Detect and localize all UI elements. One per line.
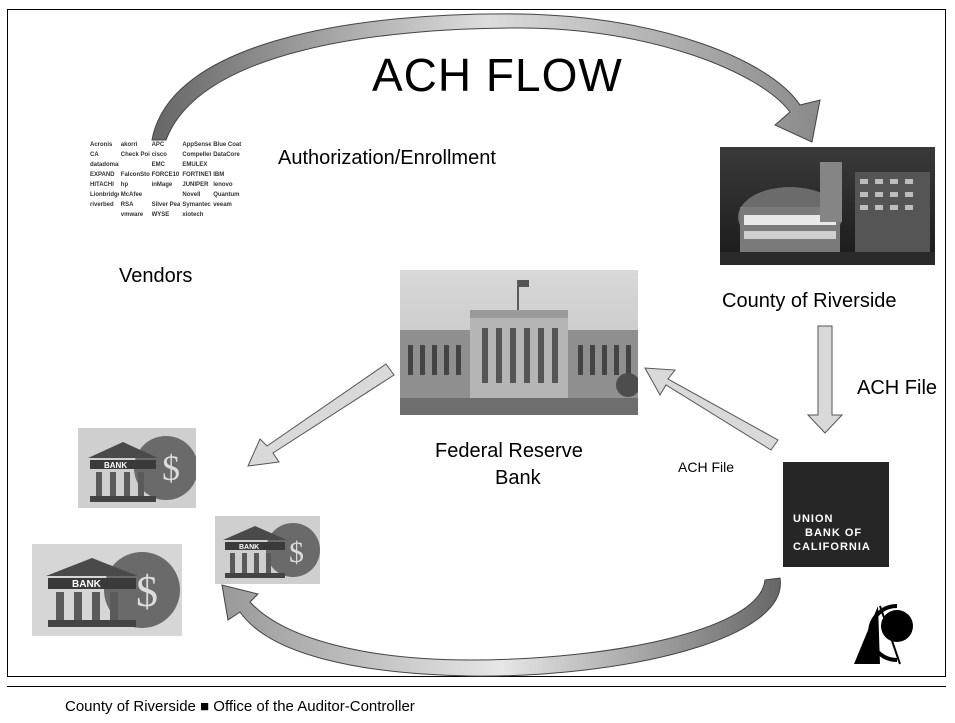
ach-file-mid-label: ACH File [678, 459, 735, 475]
vendor-logo: RSA [120, 202, 134, 208]
vendor-logo: APC [151, 142, 165, 148]
top-arc-arrow [151, 13, 821, 143]
down-arrow [806, 325, 844, 434]
vendor-logo: Blue Coat [213, 142, 242, 148]
vendor-logo: FORCE10 [151, 172, 180, 178]
vendor-logo: Check Point [120, 152, 150, 158]
vendor-logo: Acronis [90, 142, 113, 148]
svg-text:$: $ [162, 448, 180, 488]
ach-file-right-label: ACH File [857, 377, 938, 399]
vendor-logo [213, 160, 242, 170]
vendor-logo: cisco [151, 152, 167, 158]
vendor-logo: Silver Peak [151, 202, 181, 208]
county-label: County of Riverside [722, 290, 897, 312]
vendor-logo [90, 210, 119, 220]
vendor-logo [121, 160, 150, 170]
vendor-logo: akorri [120, 142, 138, 148]
vendor-logo: CA [90, 152, 99, 158]
county-building-photo [720, 147, 935, 265]
auditor-controller-logo [854, 604, 913, 665]
bank-icon-2: $ BANK [32, 544, 182, 641]
svg-text:$: $ [289, 536, 304, 569]
bank-icon-3: $ BANK [215, 516, 320, 589]
bottom-arc-arrow [221, 577, 781, 677]
vendor-logo: Novell [182, 192, 201, 198]
vendor-logo: Lionbridge [90, 192, 119, 198]
diag-arrow-to-fed [644, 367, 779, 451]
vendor-logo: Compellent [182, 152, 211, 158]
union-line3: CALIFORNIA [793, 541, 871, 553]
union-line1: UNION [793, 513, 834, 525]
authorization-label: Authorization/Enrollment [278, 147, 496, 169]
union-bank-logo: UNION BANK OF CALIFORNIA [783, 462, 889, 567]
bank-icon-2-text: BANK [72, 579, 102, 590]
vendor-logo: FORTINET [182, 172, 212, 178]
vendor-logo: HITACHI [90, 182, 114, 188]
vendor-logo: Symantec [182, 202, 211, 208]
vendor-logo: hp [120, 182, 129, 188]
bank-icon-1: $ BANK [78, 428, 198, 513]
vendor-logo: FalconStor [120, 172, 150, 178]
vendors-label: Vendors [119, 265, 193, 287]
vendor-logo: DataCore [213, 152, 240, 158]
slide-title: ACH FLOW [372, 49, 623, 101]
vendor-logo: Quantum [213, 192, 240, 198]
vendor-logo: WYSE [151, 212, 170, 218]
vendor-logo: AppSense [182, 142, 212, 148]
vendor-logo: vmware [120, 212, 144, 218]
vendor-logo: EMULEX [182, 162, 208, 168]
vendor-logo: datadomain [90, 162, 119, 168]
vendor-logo: riverbed [90, 202, 114, 208]
svg-text:$: $ [136, 567, 158, 616]
vendor-logo: lenovo [213, 182, 233, 188]
vendor-logo [152, 190, 181, 200]
diag-arrow-to-banks [247, 363, 395, 467]
union-line2: BANK OF [805, 527, 863, 539]
vendor-logo: xiotech [182, 212, 204, 218]
vendor-logo: veeam [213, 202, 232, 208]
fed-label-line2: Bank [495, 467, 541, 489]
federal-reserve-photo [400, 270, 640, 415]
vendor-logo: EXPAND [90, 172, 115, 178]
vendor-logo: inMage [151, 182, 173, 188]
vendor-logo: IBM [213, 172, 225, 178]
bank-icon-3-text: BANK [239, 544, 259, 551]
footer-divider [7, 686, 946, 687]
fed-label-line1: Federal Reserve [435, 440, 583, 462]
vendor-logo: JUNIPER [182, 182, 209, 188]
bank-icon-1-text: BANK [104, 461, 127, 470]
vendor-logo: EMC [151, 162, 165, 168]
footer-text: County of Riverside ■ Office of the Audi… [65, 698, 415, 715]
vendor-logo: McAfee [120, 192, 143, 198]
